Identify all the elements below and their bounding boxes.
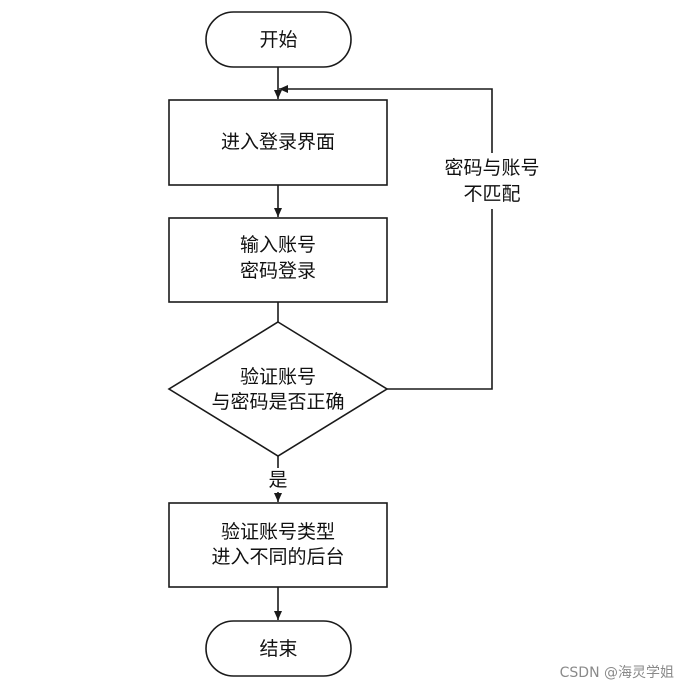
process-input-line2: 密码登录 bbox=[240, 260, 316, 282]
process-enter-login-page bbox=[168, 99, 388, 186]
decision-line1: 验证账号 bbox=[240, 366, 316, 388]
process-input-line1: 输入账号 bbox=[240, 234, 316, 256]
watermark: CSDN @海灵学姐 bbox=[559, 665, 674, 681]
yes-label-background bbox=[264, 468, 292, 492]
end-terminator bbox=[205, 620, 352, 677]
loop-label-background bbox=[432, 153, 552, 209]
process-enter-login-page-label: 进入登录界面 bbox=[221, 131, 335, 153]
loop-label-line2: 不匹配 bbox=[463, 183, 520, 205]
loop-label-line1: 密码与账号 bbox=[444, 157, 539, 179]
start-label: 开始 bbox=[259, 29, 297, 51]
end-label: 结束 bbox=[259, 638, 297, 660]
decision-line2: 与密码是否正确 bbox=[211, 391, 344, 413]
loop-back-arrow bbox=[279, 85, 493, 390]
decision-credentials-correct bbox=[167, 321, 389, 457]
process-verify-line1: 验证账号类型 bbox=[221, 521, 335, 543]
yes-label: 是 bbox=[268, 469, 287, 491]
process-verify-account-type bbox=[168, 502, 388, 588]
process-verify-line2: 进入不同的后台 bbox=[211, 546, 344, 568]
